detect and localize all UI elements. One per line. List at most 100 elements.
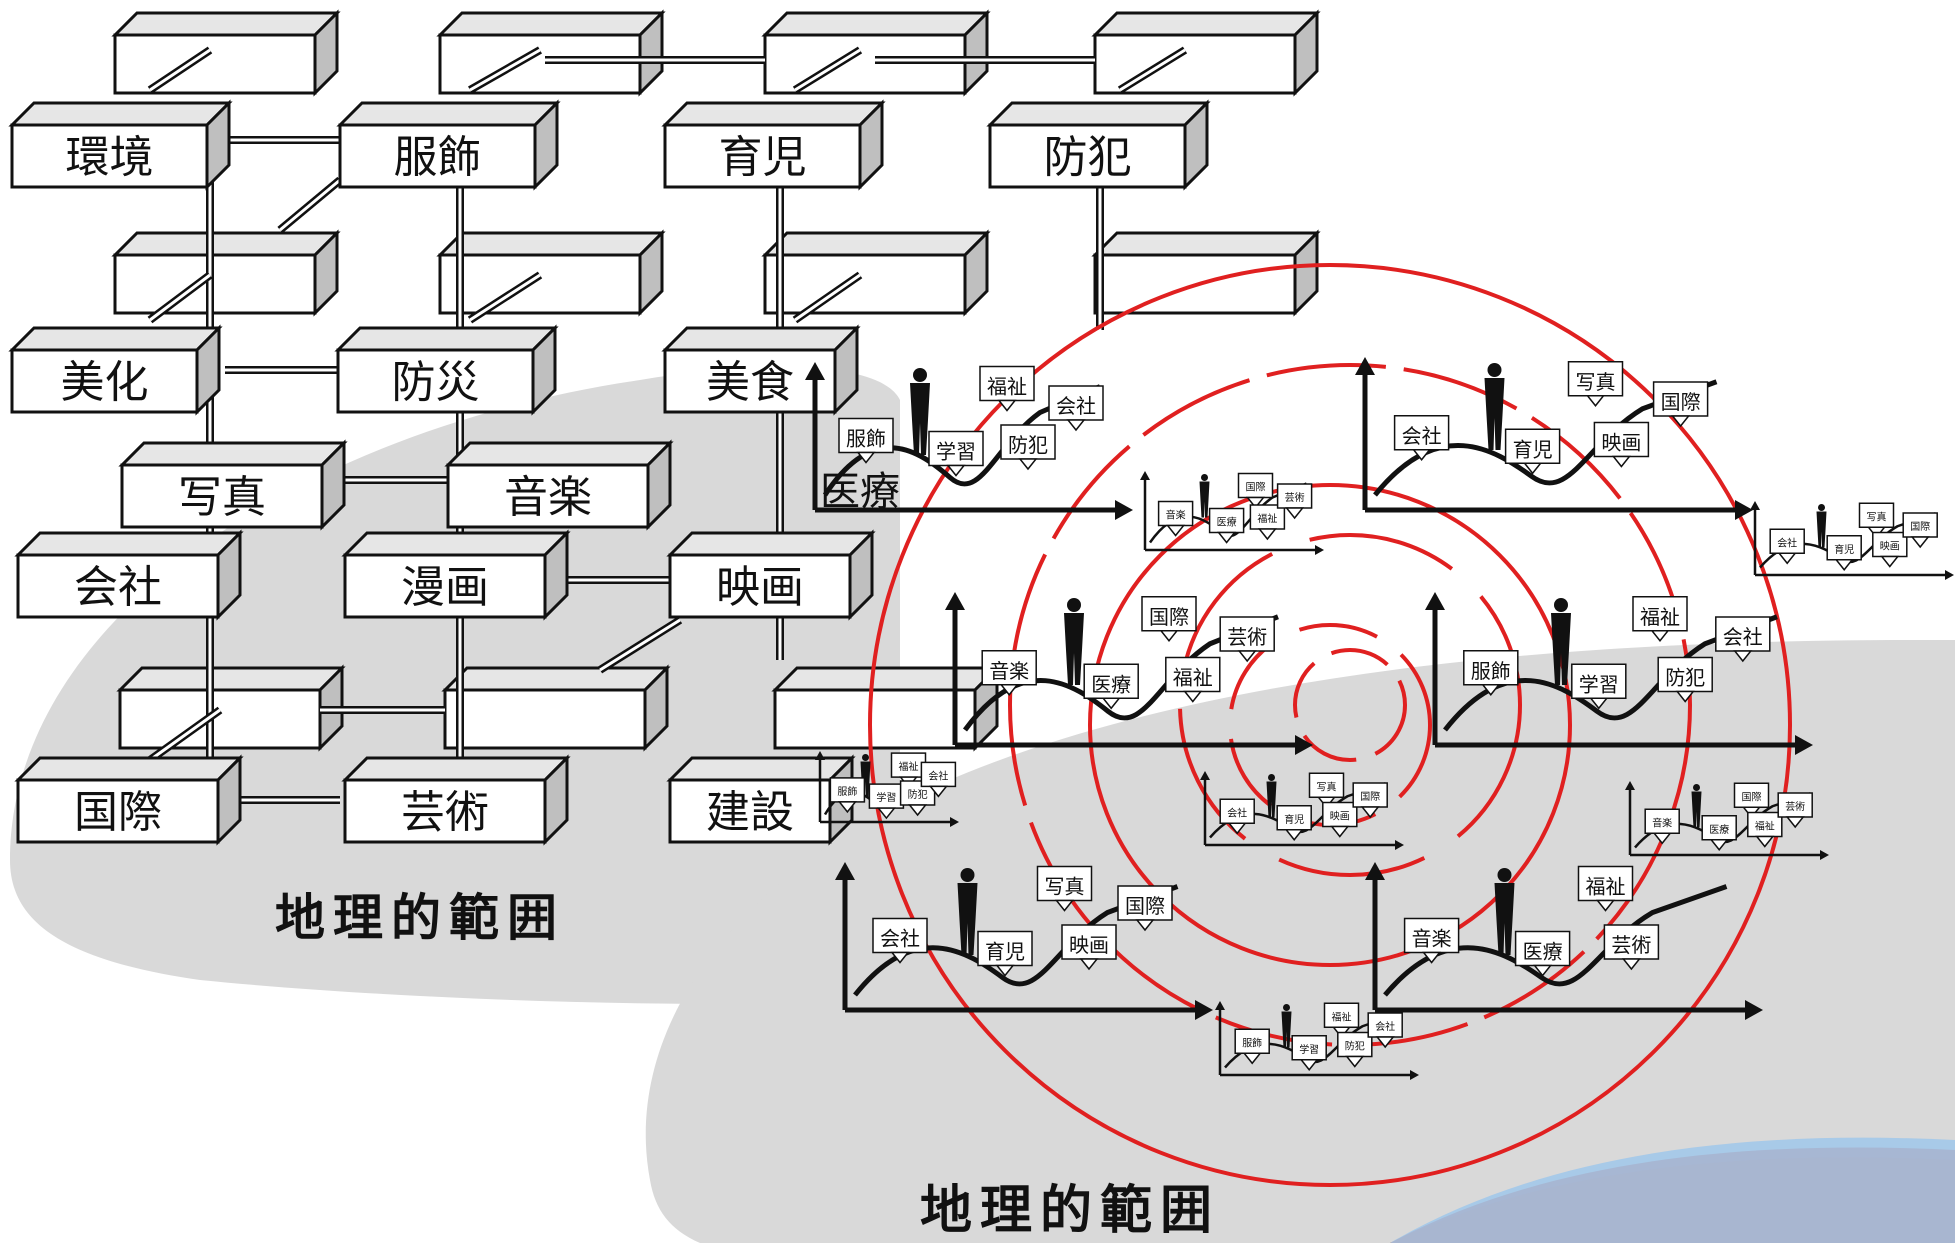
- graph-e-person: [957, 868, 978, 955]
- graph-f-tag-1: 医療: [1514, 930, 1571, 977]
- partial-label: 医療: [820, 469, 900, 515]
- back-box-6-top: [761, 231, 991, 257]
- graph-k-tag-4: 芸術: [1777, 792, 1813, 829]
- graph-h-tag-1-pointer: [1834, 559, 1854, 571]
- graph-g-tag-3-box: [1249, 504, 1286, 530]
- back-box-1-top: [436, 11, 666, 37]
- graph-c-tag-0-label: 音楽: [989, 659, 1029, 683]
- box-row4-2-label: 漫画: [401, 562, 489, 613]
- graph-j-tag-3-label: 防犯: [908, 788, 928, 801]
- graph-i-tag-4-pointer: [1360, 806, 1380, 819]
- back-box-9-front: [443, 688, 647, 750]
- d-bar-2-inner: [469, 48, 541, 92]
- graph-c-tag-3-pointer: [1183, 690, 1203, 703]
- box-row5-2-label: 芸術: [401, 787, 489, 838]
- spiral-ring-5: [1293, 648, 1407, 762]
- left-caption: 地理的範囲: [275, 889, 565, 947]
- graph-h-tag-2: 写真: [1858, 502, 1895, 539]
- graph-d-tag-1-box: [1571, 663, 1627, 699]
- graph-k-tag-1-pointer: [1709, 839, 1729, 851]
- back-box-8-front: [118, 688, 322, 750]
- graph-b-tag-1-label: 育児: [1513, 437, 1553, 461]
- graph-k-x-arrow: [1820, 850, 1829, 860]
- graph-h-tag-4-pointer: [1910, 536, 1930, 549]
- graph-f-x-arrow: [1745, 1000, 1763, 1020]
- graph-d-tag-4-label: 会社: [1723, 625, 1763, 649]
- graph-c-tag-4: 芸術: [1219, 616, 1275, 663]
- graph-g-person: [1199, 474, 1210, 518]
- box-row2-1-label: 美化: [61, 357, 149, 408]
- box-row3-2-top: [444, 441, 674, 467]
- graph-j-tag-0: 服飾: [829, 777, 866, 814]
- graph-a-tag-0-label: 服飾: [846, 427, 886, 451]
- graph-h-tag-3-label: 映画: [1880, 541, 1900, 553]
- graph-j-tag-0-label: 服飾: [837, 785, 857, 798]
- graph-e-tag-1: 育児: [977, 930, 1033, 977]
- graph-j-tag-1: 学習: [868, 783, 905, 820]
- graph-e-tag-4-box: [1117, 885, 1173, 921]
- graph-d-tag-4-pointer: [1733, 650, 1753, 663]
- graph-h-tag-4: 国際: [1902, 512, 1938, 549]
- graph-l-tag-1-pointer: [1299, 1059, 1319, 1071]
- graph-d-tag-1: 学習: [1571, 663, 1627, 710]
- graph-b-tag-3-pointer: [1611, 455, 1631, 468]
- graph-l-tag-4: 会社: [1367, 1012, 1403, 1049]
- box-row1-3: 育児: [661, 99, 886, 191]
- box-row1-1-top: [8, 101, 233, 127]
- graph-e-tag-3-pointer: [1079, 958, 1099, 971]
- graph-l-tag-0-label: 服飾: [1242, 1036, 1262, 1049]
- graph-l-tag-3-pointer: [1345, 1055, 1365, 1068]
- graph-f-tag-3-pointer: [1621, 958, 1641, 971]
- graph-f-tag-0-box: [1403, 917, 1460, 954]
- graph-c-tag-0-box: [981, 650, 1037, 686]
- graph-c-tag-1: 医療: [1083, 663, 1139, 710]
- back-box-10-top: [771, 666, 1001, 692]
- back-box-9-top: [441, 666, 671, 692]
- d-bar-9-inner: [149, 708, 221, 762]
- box-row4-3-top: [666, 531, 876, 557]
- box-row1-1-front: [10, 123, 209, 189]
- graph-k-tag-3-label: 福祉: [1755, 820, 1775, 833]
- graph-d-tag-0: 服飾: [1463, 650, 1519, 696]
- graph-g-tag-4-pointer: [1285, 507, 1305, 520]
- graph-e-tag-4: 国際: [1117, 885, 1173, 932]
- graph-g-tag-0-pointer: [1166, 524, 1186, 537]
- graph-f-person: [1494, 868, 1515, 955]
- box-row2-2-front: [336, 348, 535, 414]
- graph-d-tag-2-label: 福祉: [1640, 605, 1680, 629]
- graph-b-tag-0-label: 会社: [1402, 424, 1442, 448]
- graph-k-tag-1: 医療: [1701, 815, 1737, 851]
- graph-b-tag-2-label: 写真: [1576, 370, 1616, 394]
- graph-d-tag-2: 福祉: [1632, 596, 1688, 642]
- box-row2-3: 美食: [661, 324, 861, 416]
- box-row4-1-label: 会社: [74, 562, 162, 613]
- box-row5-3-front: [668, 778, 832, 844]
- box-row2-2-label: 防災: [392, 357, 480, 408]
- box-row3-1: 写真: [118, 439, 348, 531]
- graph-h-tag-4-label: 国際: [1910, 521, 1930, 533]
- d-bar-5-inner: [149, 273, 211, 322]
- graph-d-tag-3-label: 防犯: [1665, 666, 1705, 690]
- graph-h-tag-2-box: [1858, 502, 1895, 528]
- graph-b-tag-3: 映画: [1593, 421, 1650, 468]
- graph-g-tag-2-label: 国際: [1246, 482, 1266, 494]
- graph-i-tag-4-box: [1352, 782, 1388, 808]
- graph-j-tag-1-pointer: [876, 807, 896, 820]
- graph-h-y-arrow: [1750, 501, 1760, 510]
- back-box-0-front: [113, 33, 317, 95]
- graph-h-tag-0: 会社: [1769, 528, 1805, 565]
- graph-a-person-body: [910, 383, 930, 455]
- box-row5-2: 芸術: [341, 754, 571, 846]
- graph-k-tag-4-pointer: [1785, 816, 1805, 829]
- graph-h-person: [1816, 504, 1827, 548]
- graph-c-tag-4-box: [1219, 616, 1275, 652]
- graph-l-tag-2: 福祉: [1323, 1002, 1360, 1039]
- graph-c-tag-1-label: 医療: [1091, 672, 1131, 696]
- graph-b-x-arrow: [1735, 500, 1753, 520]
- graph-f-tag-2-label: 福祉: [1586, 875, 1626, 899]
- back-box-4: [111, 229, 341, 317]
- graph-g-tag-2: 国際: [1237, 472, 1274, 509]
- graph-h-tag-1: 育児: [1826, 535, 1862, 571]
